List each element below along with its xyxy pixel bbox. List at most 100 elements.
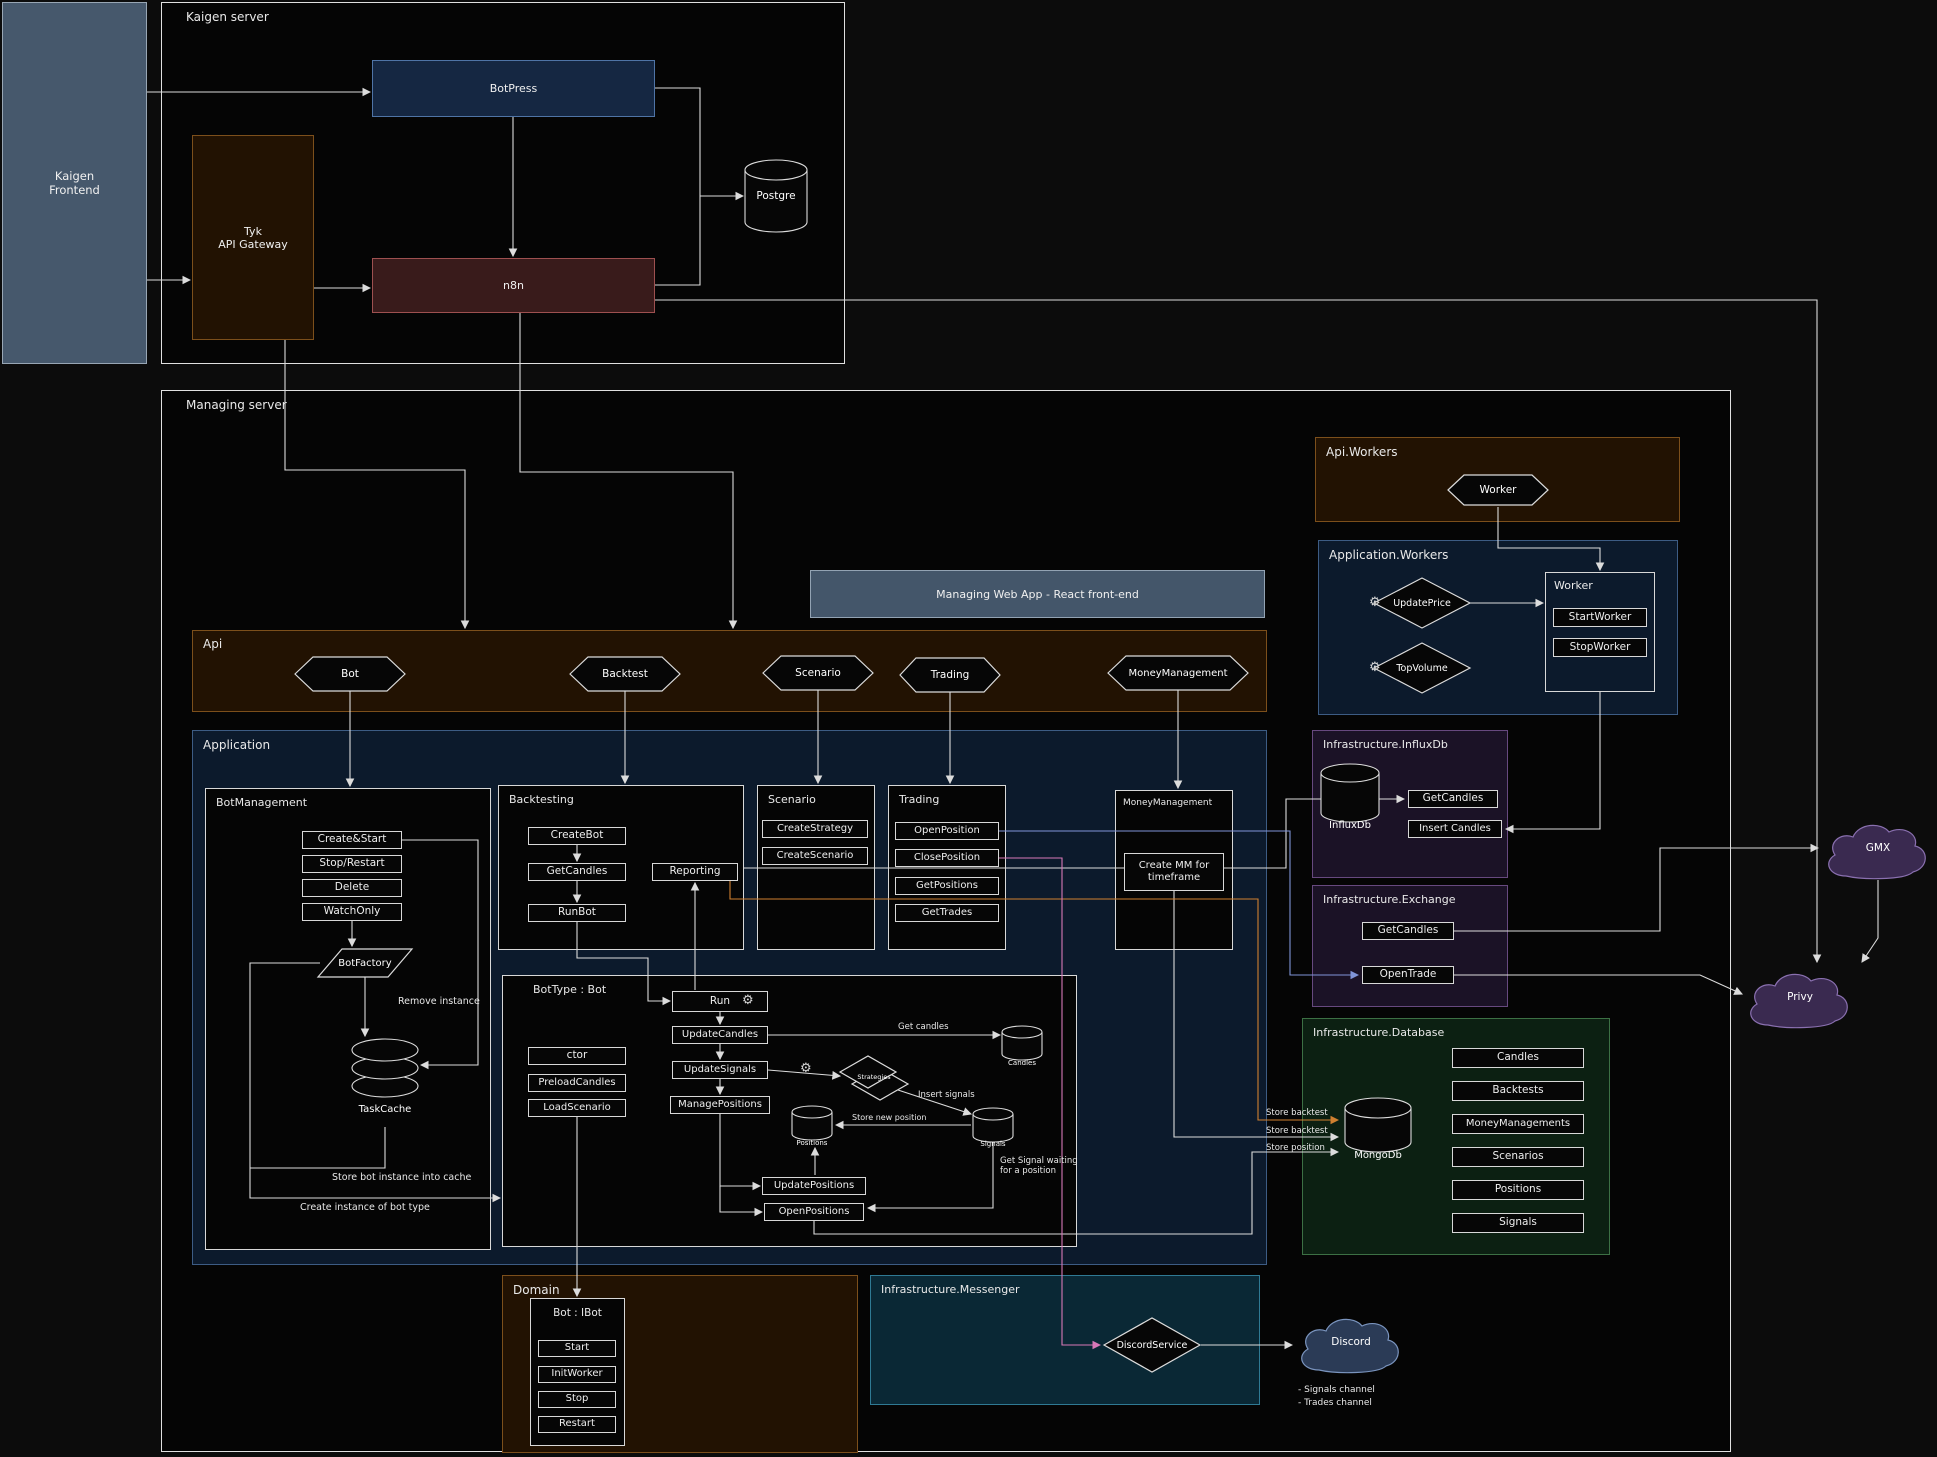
remove-instance-label: Remove instance bbox=[398, 996, 480, 1007]
updatecandles-button: UpdateCandles bbox=[672, 1026, 768, 1044]
infra-exchange-box: Infrastructure.Exchange bbox=[1312, 885, 1508, 1007]
discord-label: Discord bbox=[1331, 1336, 1371, 1348]
gettrades-button: GetTrades bbox=[895, 904, 999, 922]
positions-store-label: Positions bbox=[796, 1139, 828, 1147]
store-backtest-1-label: Store backtest bbox=[1266, 1108, 1328, 1118]
updatesignals-button: UpdateSignals bbox=[672, 1061, 768, 1079]
infra-exchange-title: Infrastructure.Exchange bbox=[1323, 893, 1456, 906]
worker-hexagon-label: Worker bbox=[1479, 484, 1517, 496]
candles-store-label: Candles bbox=[1008, 1059, 1036, 1067]
get-candles-annotation: Get candles bbox=[898, 1022, 949, 1032]
ibot-initworker-button: InitWorker bbox=[538, 1366, 616, 1383]
worker-inner-box: Worker bbox=[1545, 572, 1655, 692]
bot-hexagon-label: Bot bbox=[341, 668, 359, 680]
api-workers-box: Api.Workers bbox=[1315, 437, 1680, 522]
create-instance-label: Create instance of bot type bbox=[300, 1202, 430, 1213]
create-mm-button: Create MM for timeframe bbox=[1124, 853, 1224, 891]
trading-module-box: Trading bbox=[888, 785, 1006, 950]
trading-hexagon-label: Trading bbox=[930, 669, 970, 681]
application-workers-title: Application.Workers bbox=[1329, 548, 1449, 562]
delete-button: Delete bbox=[302, 879, 402, 897]
infra-messenger-box: Infrastructure.Messenger bbox=[870, 1275, 1260, 1405]
n8n-node: n8n bbox=[372, 258, 655, 313]
ibot-start-button: Start bbox=[538, 1340, 616, 1357]
updateprice-gear-icon: ⚙ bbox=[1369, 595, 1381, 610]
kaigen-server-title: Kaigen server bbox=[186, 10, 269, 24]
managing-server-title: Managing server bbox=[186, 398, 287, 412]
scenario-module-box: Scenario bbox=[757, 785, 875, 950]
stop-restart-button: Stop/Restart bbox=[302, 855, 402, 873]
ibot-stop-button: Stop bbox=[538, 1391, 616, 1408]
botpress-node: BotPress bbox=[372, 60, 655, 117]
api-workers-title: Api.Workers bbox=[1326, 445, 1398, 459]
createstrategy-button: CreateStrategy bbox=[762, 820, 868, 838]
runbot-button: RunBot bbox=[528, 904, 626, 922]
api-bar-title: Api bbox=[203, 637, 223, 651]
scenario-module-title: Scenario bbox=[768, 793, 816, 806]
backtest-hexagon-label: Backtest bbox=[602, 668, 648, 680]
stopworker-button: StopWorker bbox=[1553, 638, 1647, 657]
createscenario-button: CreateScenario bbox=[762, 847, 868, 865]
infra-database-title: Infrastructure.Database bbox=[1313, 1026, 1445, 1039]
collection-signals-button: Signals bbox=[1452, 1213, 1584, 1233]
collection-positions-button: Positions bbox=[1452, 1180, 1584, 1200]
trading-module-title: Trading bbox=[899, 793, 940, 806]
kaigen-frontend-node: Kaigen Frontend bbox=[2, 2, 147, 364]
infra-messenger-title: Infrastructure.Messenger bbox=[881, 1283, 1020, 1296]
closeposition-button: ClosePosition bbox=[895, 849, 999, 867]
connector-gmx-privy bbox=[1861, 880, 1879, 963]
discordservice-label: DiscordService bbox=[1116, 1339, 1188, 1351]
insert-signals-annotation: Insert signals bbox=[918, 1090, 975, 1100]
botfactory-label: BotFactory bbox=[338, 957, 392, 969]
scenario-hexagon-label: Scenario bbox=[795, 667, 841, 679]
collection-scenarios-button: Scenarios bbox=[1452, 1147, 1584, 1167]
store-position-label: Store position bbox=[1266, 1143, 1325, 1153]
exchange-getcandles-button: GetCandles bbox=[1362, 922, 1454, 940]
bottype-title: BotType : Bot bbox=[533, 983, 607, 996]
mongodb-label: MongoDb bbox=[1354, 1149, 1402, 1161]
backtesting-title: Backtesting bbox=[509, 793, 574, 806]
discord-channels-label: - Signals channel - Trades channel bbox=[1298, 1385, 1375, 1408]
moneymanagement-hexagon-label: MoneyManagement bbox=[1128, 667, 1228, 679]
exchange-opentrade-button: OpenTrade bbox=[1362, 966, 1454, 984]
getpositions-button: GetPositions bbox=[895, 877, 999, 895]
topvolume-gear-icon: ⚙ bbox=[1369, 660, 1381, 675]
collection-backtests-button: Backtests bbox=[1452, 1081, 1584, 1101]
updateprice-label: UpdatePrice bbox=[1393, 597, 1451, 609]
topvolume-label: TopVolume bbox=[1396, 662, 1448, 674]
watchonly-button: WatchOnly bbox=[302, 903, 402, 921]
openposition-button: OpenPosition bbox=[895, 822, 999, 840]
money-management-title: MoneyManagement bbox=[1123, 798, 1213, 808]
store-backtest-2-label: Store backtest bbox=[1266, 1126, 1328, 1136]
get-signal-annotation: Get Signal waiting for a position bbox=[1000, 1156, 1078, 1176]
influxdb-label: InfluxDb bbox=[1329, 819, 1371, 831]
loadscenario-button: LoadScenario bbox=[528, 1099, 626, 1117]
collection-candles-button: Candles bbox=[1452, 1048, 1584, 1068]
createbot-button: CreateBot bbox=[528, 827, 626, 845]
strategies-gear-icon: ⚙ bbox=[800, 1061, 812, 1076]
bot-ibot-title: Bot : IBot bbox=[553, 1307, 602, 1319]
bot-management-title: BotManagement bbox=[216, 796, 308, 809]
tyk-gateway-node: Tyk API Gateway bbox=[192, 135, 314, 340]
domain-title: Domain bbox=[513, 1283, 560, 1297]
store-cache-label: Store bot instance into cache bbox=[332, 1172, 472, 1183]
privy-label: Privy bbox=[1787, 991, 1813, 1003]
postgre-label: Postgre bbox=[756, 190, 796, 202]
ibot-restart-button: Restart bbox=[538, 1416, 616, 1433]
managepositions-button: ManagePositions bbox=[670, 1096, 770, 1114]
strategies-label: Strategies bbox=[857, 1073, 891, 1081]
signals-store-label: Signals bbox=[980, 1140, 1006, 1148]
influx-insertcandles-button: Insert Candles bbox=[1408, 820, 1502, 838]
updatepositions-button: UpdatePositions bbox=[762, 1177, 866, 1195]
preloadcandles-button: PreloadCandles bbox=[528, 1074, 626, 1092]
worker-inner-title: Worker bbox=[1554, 579, 1593, 592]
getcandles-button: GetCandles bbox=[528, 863, 626, 881]
openpositions-button: OpenPositions bbox=[764, 1203, 864, 1221]
taskcache-label: TaskCache bbox=[358, 1103, 412, 1115]
application-title: Application bbox=[203, 738, 271, 752]
store-new-position-annotation: Store new position bbox=[852, 1113, 927, 1122]
influx-getcandles-button: GetCandles bbox=[1408, 790, 1498, 808]
ctor-button: ctor bbox=[528, 1047, 626, 1065]
web-app-node: Managing Web App - React front-end bbox=[810, 570, 1265, 618]
